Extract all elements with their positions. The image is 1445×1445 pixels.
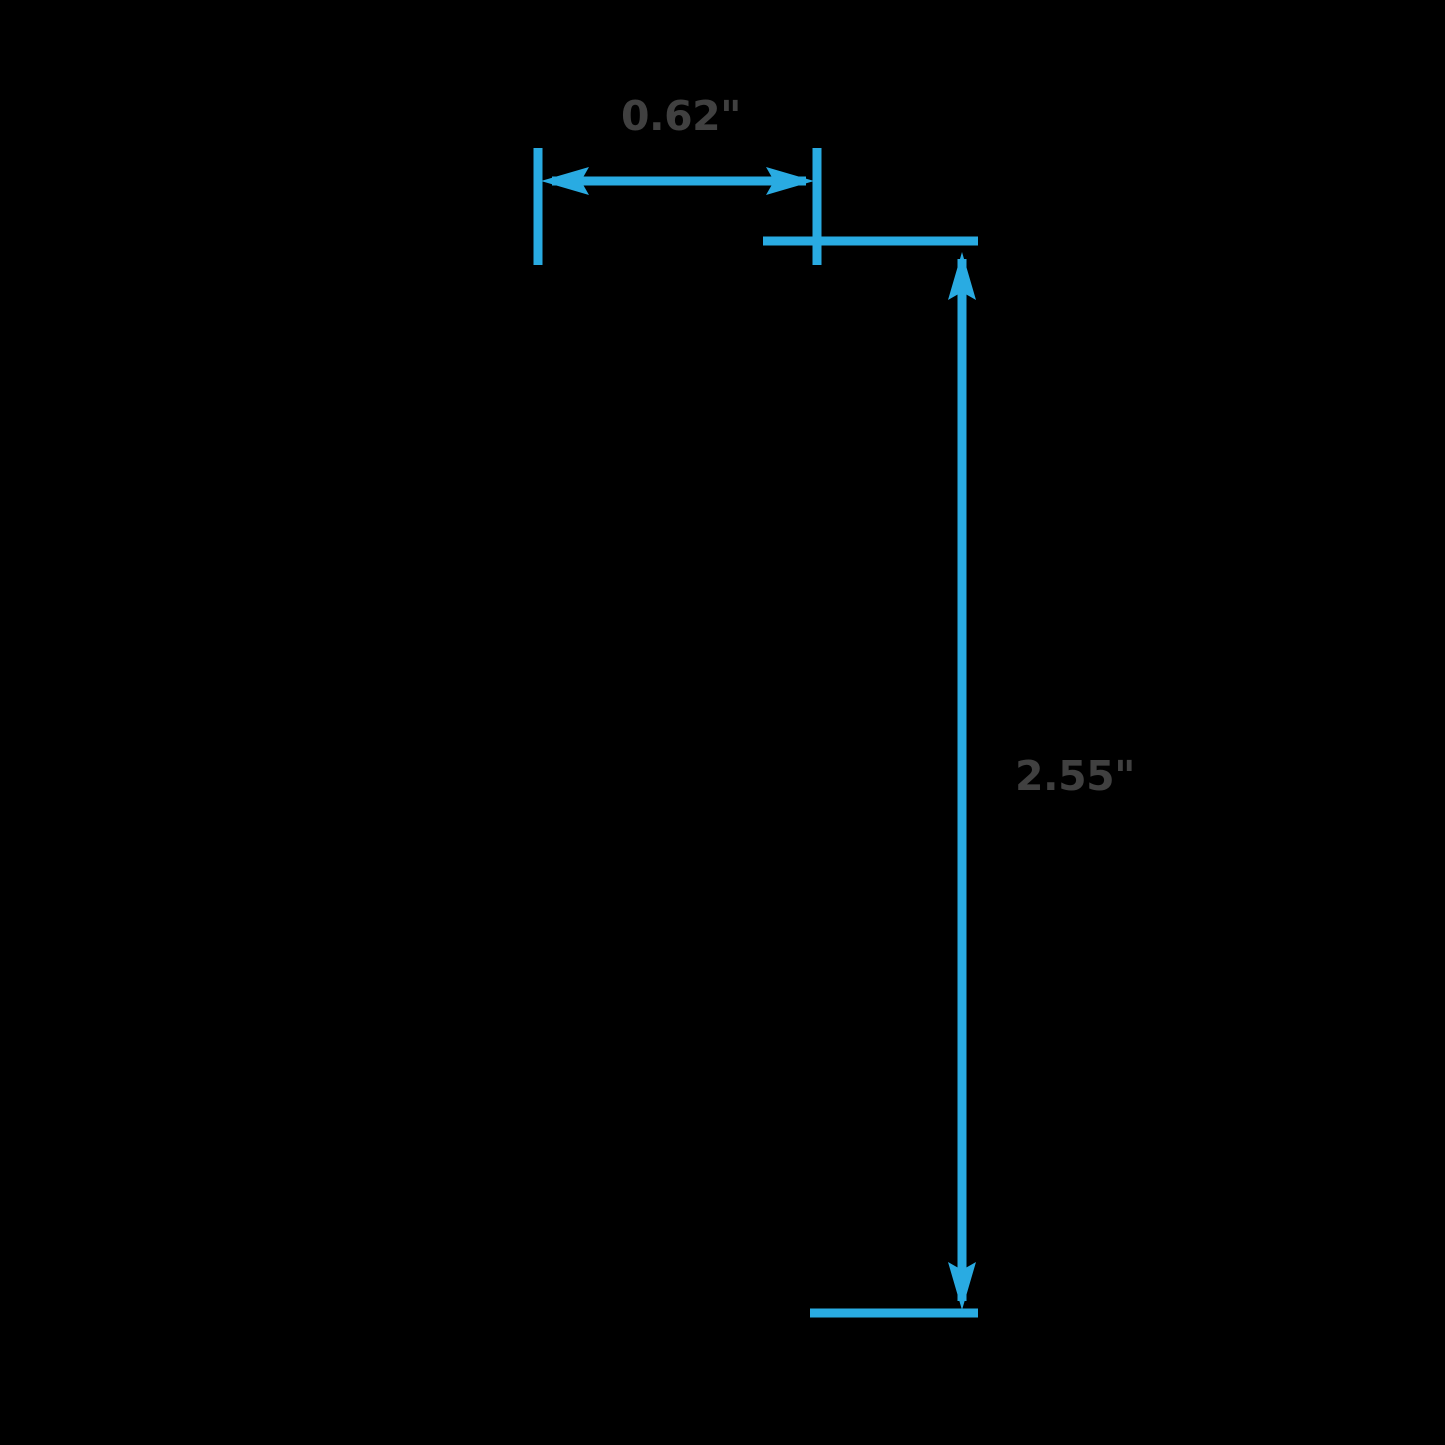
- height-arrowhead-bottom: [948, 1262, 976, 1310]
- height-dimension-group: [763, 236, 978, 1318]
- height-dimension-label: 2.55": [1015, 752, 1135, 800]
- width-dimension-group: [533, 148, 822, 265]
- height-arrowhead-top: [948, 252, 976, 300]
- width-arrowhead-right: [766, 167, 814, 195]
- width-arrowhead-left: [541, 167, 589, 195]
- width-dimension-label: 0.62": [621, 92, 741, 140]
